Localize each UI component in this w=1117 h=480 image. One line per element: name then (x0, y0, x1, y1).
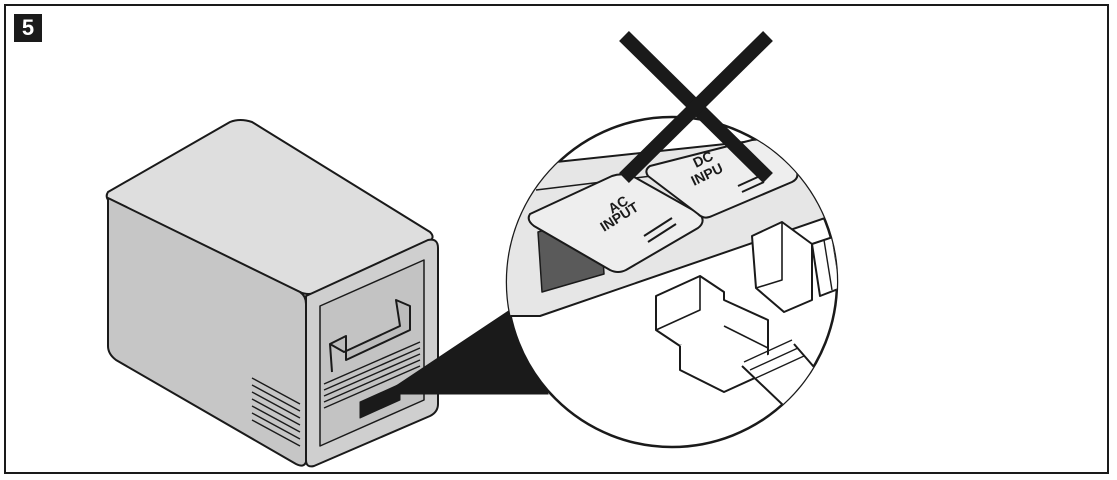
dc-label-line1: DC (690, 147, 715, 170)
front-vents (323, 341, 421, 409)
step-number-badge: 5 (14, 14, 42, 42)
prohibited-x-icon (619, 31, 773, 183)
side-vents (251, 377, 301, 447)
device-side-face (107, 197, 307, 467)
figure-frame (4, 4, 1109, 474)
zoom-detail (507, 135, 837, 447)
carry-handle (329, 299, 411, 373)
dc-plug (751, 221, 837, 313)
power-station-device (105, 119, 439, 468)
